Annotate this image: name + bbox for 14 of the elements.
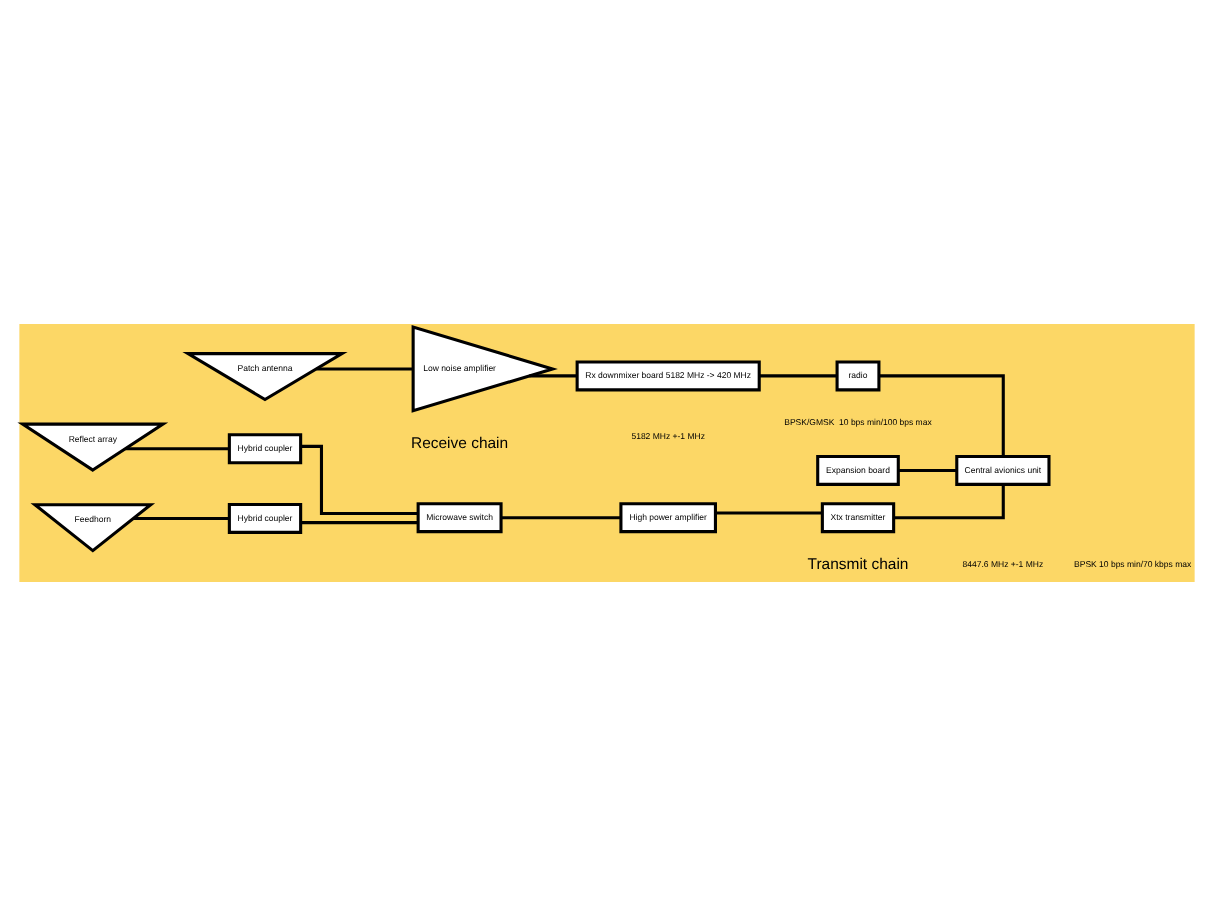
connector [300, 443, 418, 515]
connector [316, 366, 413, 370]
connector [879, 373, 1005, 456]
label: Transmit chain [807, 553, 909, 572]
connector [898, 467, 957, 471]
connector [715, 510, 823, 514]
label: Receive chain [411, 432, 509, 451]
connector [125, 446, 230, 450]
connector [501, 515, 621, 519]
connector [759, 373, 837, 377]
connector [529, 373, 577, 377]
connector [893, 483, 1005, 519]
connector [300, 520, 419, 524]
connector [133, 515, 230, 519]
